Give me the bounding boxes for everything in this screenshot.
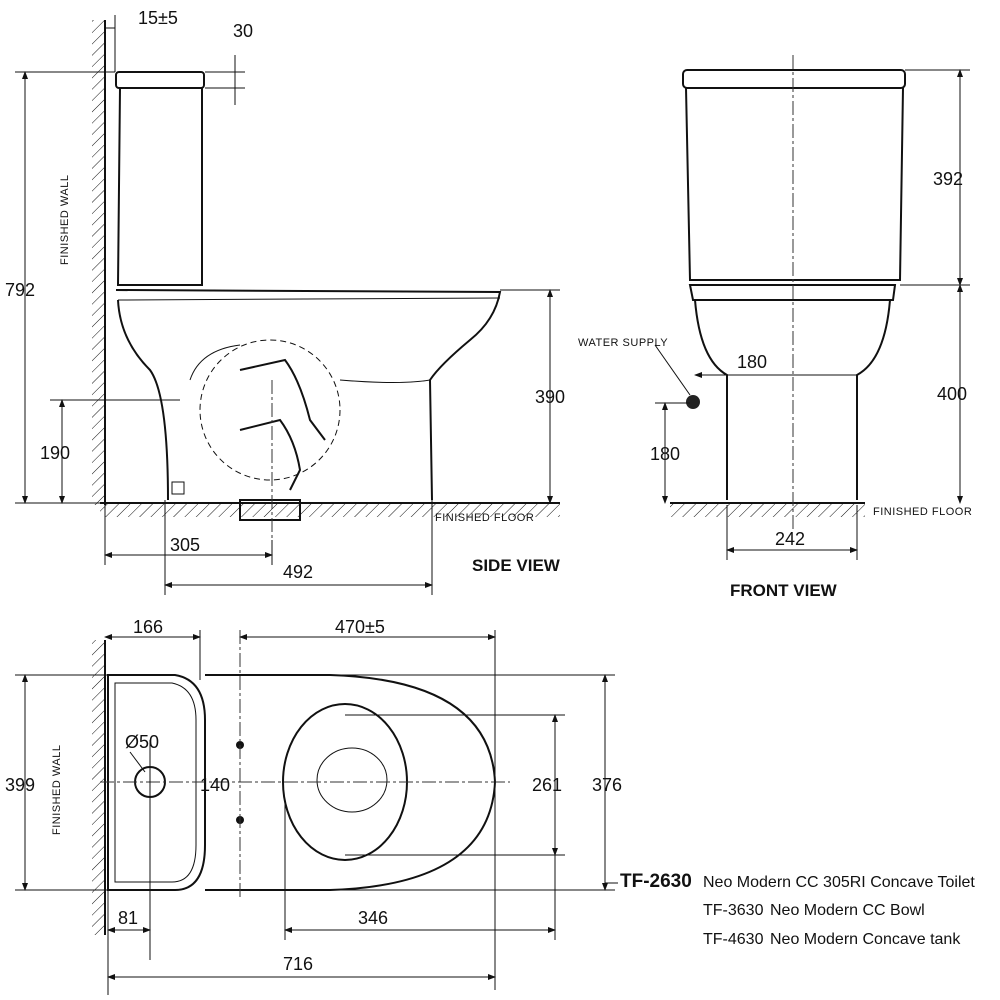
model-code: TF-2630 (620, 871, 692, 892)
bowl-well (316, 747, 388, 813)
dim-tank: 392 (933, 169, 963, 189)
floor-label: FINISHED FLOOR (435, 512, 534, 524)
dim-bowl-length: 470±5 (335, 617, 385, 637)
bowl (694, 299, 891, 500)
tank (116, 87, 203, 286)
side-view: 792 190 390 305 492 15±5 30 FINISHED WAL… (5, 8, 565, 595)
model-code: TF-3630 (703, 902, 764, 919)
dim-depth: 492 (283, 562, 313, 582)
water-supply-label: WATER SUPPLY (578, 337, 668, 349)
wall-label: FINISHED WALL (59, 175, 71, 265)
wall-label: FINISHED WALL (51, 745, 63, 835)
tank-lid (682, 69, 906, 89)
dim-inlet: 190 (40, 443, 70, 463)
floor-label: FINISHED FLOOR (873, 506, 972, 518)
dim-lid: 30 (233, 21, 253, 41)
dim-rough-in: 305 (170, 535, 200, 555)
dim-width: 399 (5, 775, 35, 795)
dim-tank-depth: 166 (133, 617, 163, 637)
floor-hatch (100, 503, 560, 517)
side-view-title: SIDE VIEW (472, 556, 561, 575)
wall-hatch (92, 20, 105, 505)
dim-seat-length: 346 (358, 908, 388, 928)
bowl (115, 289, 502, 501)
dim-base: 242 (775, 529, 805, 549)
outlet-flange (239, 499, 301, 521)
top-view: Ø50 140 166 470±5 399 261 376 81 346 716… (5, 617, 622, 995)
front-view-title: FRONT VIEW (730, 581, 838, 600)
dim-seat: 261 (532, 775, 562, 795)
rim (688, 284, 897, 301)
dim-offset: 15±5 (138, 8, 178, 28)
tank-lid (115, 71, 205, 89)
dim-bolts: 140 (200, 775, 230, 795)
dim-supply-offset: 180 (737, 352, 767, 372)
tank-top (107, 674, 206, 891)
dim-supply-height: 180 (650, 444, 680, 464)
dim-hole: Ø50 (125, 732, 159, 752)
dim-total: 716 (283, 954, 313, 974)
water-supply-icon (686, 395, 700, 409)
trapway (239, 358, 326, 491)
tank (685, 87, 904, 281)
model-code: TF-4630 (703, 931, 764, 948)
dim-height: 792 (5, 280, 35, 300)
model-name: Neo Modern CC 305RI Concave Toilet (703, 874, 975, 891)
supply-valve (171, 481, 185, 495)
dim-bowl-width: 376 (592, 775, 622, 795)
dim-hole-center: 81 (118, 908, 138, 928)
model-name: Neo Modern CC Bowl (770, 902, 925, 919)
model-name: Neo Modern Concave tank (770, 931, 961, 948)
dim-bowl: 400 (937, 384, 967, 404)
front-view: WATER SUPPLY 392 400 180 180 242 FINISHE… (578, 55, 972, 600)
model-list: TF-2630 Neo Modern CC 305RI Concave Toil… (605, 871, 975, 948)
dim-rim: 390 (535, 387, 565, 407)
